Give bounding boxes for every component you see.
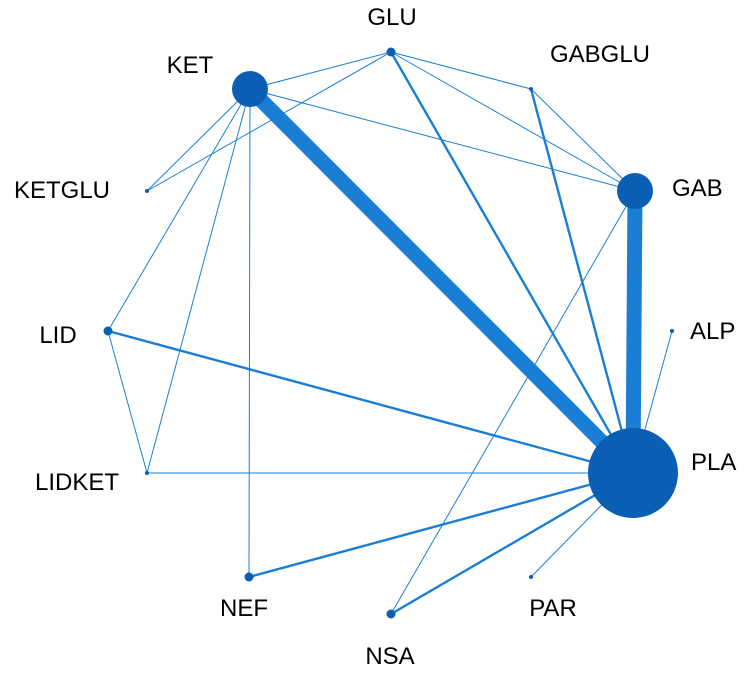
node-label-ket: KET bbox=[167, 52, 214, 79]
node-label-lid: LID bbox=[39, 322, 76, 349]
edge-ket-lid bbox=[107, 88, 251, 332]
node-gab bbox=[617, 173, 653, 209]
node-glu bbox=[386, 47, 396, 57]
node-ket bbox=[232, 71, 268, 107]
node-label-alp: ALP bbox=[690, 318, 735, 345]
node-lidket bbox=[145, 471, 149, 475]
edges-layer bbox=[107, 51, 673, 616]
edge-ket-ketglu bbox=[146, 88, 251, 192]
edge-ket-pla bbox=[244, 83, 639, 479]
node-par bbox=[529, 575, 533, 579]
edge-glu-pla bbox=[389, 51, 635, 474]
edge-glu-gabglu bbox=[390, 51, 532, 90]
node-label-ketglu: KETGLU bbox=[14, 177, 110, 204]
edge-gab-nsa bbox=[390, 190, 636, 615]
edge-gab-pla bbox=[625, 190, 643, 474]
node-label-glu: GLU bbox=[367, 4, 416, 31]
node-lid bbox=[103, 326, 113, 336]
node-label-gab: GAB bbox=[672, 175, 723, 202]
edge-glu-ketglu bbox=[146, 51, 392, 192]
edge-ket-gab bbox=[249, 88, 636, 192]
node-ketglu bbox=[145, 189, 149, 193]
node-label-lidket: LIDKET bbox=[35, 469, 119, 496]
node-label-nef: NEF bbox=[220, 595, 268, 622]
node-label-nsa: NSA bbox=[365, 643, 414, 670]
edge-ket-nef bbox=[248, 88, 251, 578]
edge-glu-gab bbox=[390, 51, 636, 192]
node-nsa bbox=[386, 609, 396, 619]
node-label-pla: PLA bbox=[691, 449, 736, 476]
edge-gabglu-gab bbox=[530, 88, 636, 192]
node-label-par: PAR bbox=[529, 595, 577, 622]
node-alp bbox=[670, 329, 674, 333]
edge-nsa-pla bbox=[390, 471, 634, 616]
edge-ket-lidket bbox=[146, 88, 251, 474]
node-pla bbox=[588, 428, 678, 518]
edge-lid-pla bbox=[107, 329, 634, 475]
edge-gabglu-pla bbox=[529, 88, 635, 474]
node-gabglu bbox=[529, 87, 533, 91]
node-label-gabglu: GABGLU bbox=[550, 41, 650, 68]
node-nef bbox=[244, 572, 254, 582]
edge-nef-pla bbox=[248, 471, 634, 579]
labels-layer: GLU GABGLU GAB ALP PLA PAR NSA NEF LIDKE… bbox=[14, 4, 736, 670]
nodes-layer bbox=[103, 47, 678, 619]
edge-lid-lidket bbox=[107, 330, 148, 474]
edge-ket-glu bbox=[249, 51, 392, 90]
